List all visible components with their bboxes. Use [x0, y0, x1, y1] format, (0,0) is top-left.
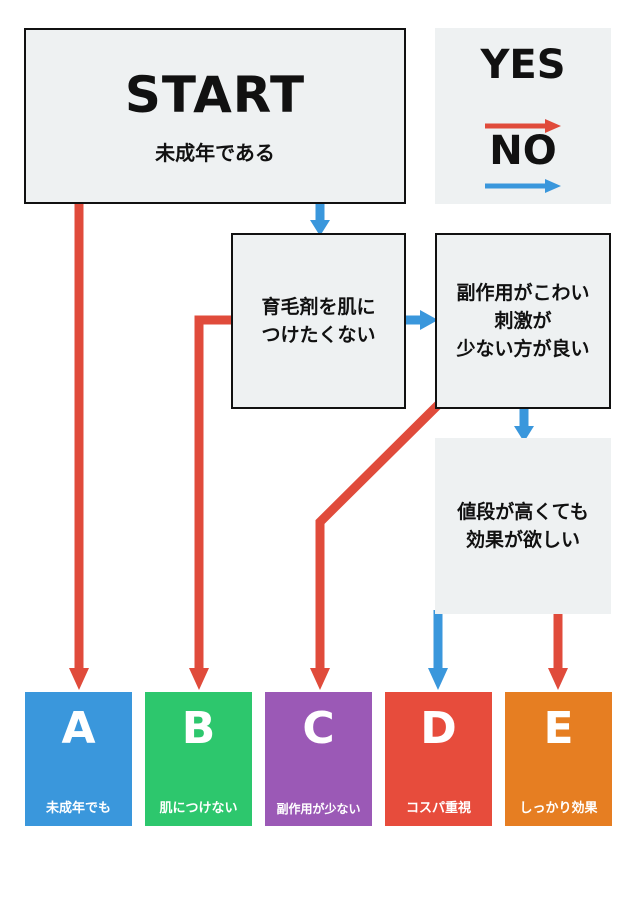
question-3-line-2: 効果が欲しい [465, 529, 580, 551]
arrow-q1-yes [189, 315, 231, 690]
arrow-q3-yes [548, 610, 568, 690]
type-a-description: 未成年でも 安心タイプ [46, 770, 111, 900]
arrow-q2-yes [310, 399, 444, 690]
result-type-b: B 肌につけない サプリタイプ [145, 692, 252, 868]
result-type-e: E しっかり効果 重視タイプ [505, 692, 612, 868]
type-b-description: 肌につけない サプリタイプ [159, 770, 237, 900]
flow-arrows [69, 197, 568, 690]
type-b-line-1: 肌につけない [159, 801, 238, 816]
type-e-line-1: しっかり効果 [519, 801, 598, 816]
type-a-line-2: 安心タイプ [45, 853, 111, 868]
start-title: START [124, 65, 306, 124]
type-b-letter: B [181, 703, 216, 754]
legend-yes-arrow [485, 119, 561, 133]
question-2-line-1: 副作用がこわい [456, 282, 590, 304]
type-a-line-1: 未成年でも [45, 801, 111, 816]
type-d-line-2: タイプ [418, 853, 458, 868]
start-box: START 未成年である [24, 28, 406, 204]
question-box-2: 副作用がこわい 刺激が 少ない方が良い [435, 233, 611, 409]
type-e-letter: E [543, 703, 574, 754]
question-3-line-1: 値段が高くても [457, 501, 589, 523]
type-d-letter: D [420, 703, 457, 754]
legend: YES NO [435, 28, 611, 204]
question-2-line-3: 少ない方が良い [456, 338, 590, 360]
type-d-description: コスパ重視 タイプ [406, 770, 471, 900]
type-b-line-2: サプリタイプ [159, 853, 238, 868]
type-c-line-1: 副作用が少ない [276, 802, 361, 816]
arrow-q3-no [428, 610, 448, 690]
arrow-start-yes [69, 204, 89, 690]
arrow-q1-no [406, 310, 438, 330]
type-e-line-2: 重視タイプ [525, 853, 591, 868]
start-question: 未成年である [155, 140, 275, 165]
legend-yes-label: YES [480, 42, 566, 88]
result-type-d: D コスパ重視 タイプ [385, 692, 492, 868]
type-c-letter: C [302, 703, 335, 754]
question-1-line-2: つけたくない [261, 324, 376, 346]
result-type-a: A 未成年でも 安心タイプ [25, 692, 132, 868]
result-type-c: C 副作用が少ない 低刺激タイプ [265, 692, 372, 868]
type-a-letter: A [61, 703, 96, 754]
question-box-3: 値段が高くても 効果が欲しい [435, 438, 611, 614]
type-e-description: しっかり効果 重視タイプ [519, 770, 597, 900]
type-c-line-2: 低刺激タイプ [279, 853, 358, 868]
question-box-1: 育毛剤を肌に つけたくない [231, 233, 406, 409]
question-2-line-2: 刺激が [494, 310, 552, 332]
type-c-description: 副作用が少ない 低刺激タイプ [276, 770, 360, 900]
legend-no-arrow [485, 179, 561, 193]
legend-no-label: NO [489, 128, 557, 174]
type-d-line-1: コスパ重視 [405, 801, 471, 816]
question-1-line-1: 育毛剤を肌に [261, 296, 376, 318]
